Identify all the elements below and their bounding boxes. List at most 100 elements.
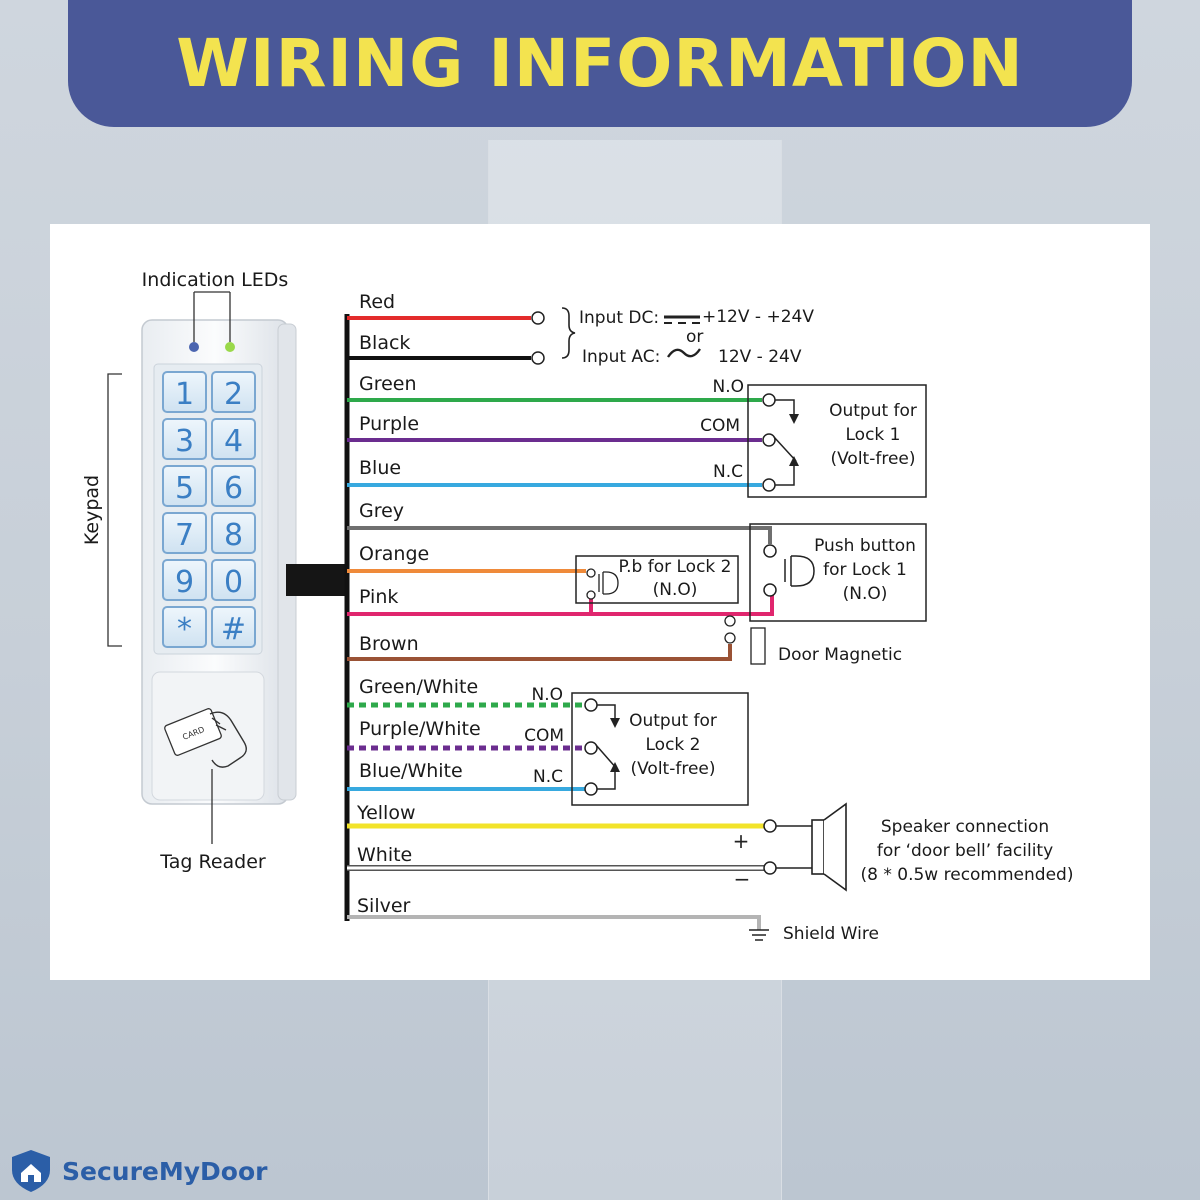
ac-symbol-icon — [667, 348, 701, 358]
label-red: Red — [359, 291, 395, 313]
key-8: 8 — [211, 512, 256, 554]
key-6: 6 — [211, 465, 256, 507]
card-hand-icon: CARD — [164, 708, 247, 768]
tag-reader-label: Tag Reader — [159, 851, 266, 873]
svg-text:−: − — [734, 867, 751, 891]
speaker-connection: + − Speaker connection for ‘door bell’ f… — [733, 802, 1074, 892]
svg-text:5: 5 — [175, 471, 194, 506]
svg-text:Lock 1: Lock 1 — [846, 425, 901, 445]
tag-reader-callout: Tag Reader — [159, 769, 266, 873]
svg-text:3: 3 — [175, 424, 194, 459]
svg-text:#: # — [221, 612, 246, 647]
label-pink: Pink — [359, 586, 398, 608]
power-input: Input DC: +12V - +24V or Input AC: 12V -… — [531, 307, 814, 367]
led-green-icon — [225, 342, 235, 352]
wire-grey — [347, 526, 772, 544]
svg-text:4: 4 — [224, 424, 243, 459]
label-green-white: Green/White — [359, 676, 478, 698]
shield-house-icon — [12, 1150, 50, 1192]
ground-icon — [749, 929, 769, 941]
label-orange: Orange — [359, 543, 429, 565]
label-silver: Silver — [357, 895, 411, 917]
title-banner: WIRING INFORMATION — [68, 0, 1132, 127]
svg-text:8: 8 — [224, 518, 243, 553]
svg-text:Lock 2: Lock 2 — [646, 735, 701, 755]
label-purple: Purple — [359, 413, 419, 435]
keypad-callout: Keypad — [81, 373, 122, 647]
keypad-label: Keypad — [81, 475, 103, 545]
shield-wire: Shield Wire — [749, 924, 879, 944]
svg-text:N.O: N.O — [531, 685, 563, 705]
key-1: 1 — [162, 371, 207, 413]
svg-text:Output for: Output for — [829, 401, 917, 421]
key-7: 7 — [162, 512, 207, 554]
wiring-diagram: 1 2 3 4 5 6 7 8 9 0 * # CARD Indication … — [81, 269, 1074, 944]
key-5: 5 — [162, 465, 207, 507]
svg-text:(N.O): (N.O) — [653, 580, 698, 600]
lock1-output: Output for Lock 1 (Volt-free) N.O COM N.… — [700, 377, 927, 498]
brand-name: SecureMyDoor — [62, 1156, 268, 1186]
svg-text:Input DC:: Input DC: — [579, 308, 659, 328]
svg-text:N.C: N.C — [533, 767, 563, 787]
label-black: Black — [359, 332, 410, 354]
label-white: White — [357, 844, 412, 866]
key-2: 2 — [211, 371, 256, 413]
wire-brown — [347, 644, 732, 661]
label-grey: Grey — [359, 500, 404, 522]
label-purple-white: Purple/White — [359, 718, 481, 740]
label-brown: Brown — [359, 633, 419, 655]
svg-text:12V - 24V: 12V - 24V — [718, 347, 802, 367]
svg-text:Shield Wire: Shield Wire — [783, 924, 879, 944]
svg-text:0: 0 — [224, 565, 243, 600]
svg-text:N.O: N.O — [712, 377, 744, 397]
pushbutton-lock1: Push button for Lock 1 (N.O) — [749, 523, 927, 622]
dc-symbol-icon — [664, 315, 700, 324]
svg-text:1: 1 — [175, 377, 194, 412]
svg-text:(N.O): (N.O) — [843, 584, 888, 604]
key-3: 3 — [162, 418, 207, 460]
key-9: 9 — [162, 559, 207, 601]
cable-connector — [286, 564, 346, 596]
svg-text:for ‘door bell’ facility: for ‘door bell’ facility — [877, 841, 1053, 861]
svg-text:or: or — [686, 327, 703, 347]
leds-label: Indication LEDs — [142, 269, 289, 291]
svg-text:Input AC:: Input AC: — [582, 347, 660, 367]
page-title: WIRING INFORMATION — [176, 25, 1024, 102]
speaker-icon — [811, 802, 847, 892]
svg-text:(8 * 0.5w recommended): (8 * 0.5w recommended) — [861, 865, 1074, 885]
svg-text:Speaker connection: Speaker connection — [881, 817, 1049, 837]
svg-text:Output for: Output for — [629, 711, 717, 731]
svg-text:*: * — [177, 612, 192, 647]
wire-pink — [347, 595, 774, 616]
leds-callout: Indication LEDs — [142, 269, 289, 342]
svg-text:Door Magnetic: Door Magnetic — [778, 645, 902, 665]
svg-text:N.C: N.C — [713, 462, 743, 482]
svg-text:COM: COM — [700, 416, 740, 436]
magnet-icon — [750, 627, 766, 665]
svg-text:Push button: Push button — [814, 536, 916, 556]
label-blue-white: Blue/White — [359, 760, 463, 782]
label-blue: Blue — [359, 457, 401, 479]
svg-text:+: + — [733, 829, 750, 853]
svg-text:9: 9 — [175, 565, 194, 600]
svg-text:for Lock 1: for Lock 1 — [823, 560, 907, 580]
led-blue-icon — [189, 342, 199, 352]
key-4: 4 — [211, 418, 256, 460]
svg-text:6: 6 — [224, 471, 243, 506]
key-0: 0 — [211, 559, 256, 601]
svg-text:COM: COM — [524, 726, 564, 746]
label-green: Green — [359, 373, 417, 395]
wiring-panel: 1 2 3 4 5 6 7 8 9 0 * # CARD Indication … — [50, 224, 1150, 980]
keypad-device: 1 2 3 4 5 6 7 8 9 0 * # CARD — [141, 319, 297, 805]
key-hash: # — [211, 606, 256, 648]
svg-text:+12V - +24V: +12V - +24V — [702, 307, 814, 327]
brand-logo: SecureMyDoor — [8, 1148, 267, 1194]
push-button-icon — [790, 555, 815, 587]
lock2-output: Output for Lock 2 (Volt-free) N.O COM N.… — [524, 685, 749, 806]
pushbutton-lock2: P.b for Lock 2 (N.O) — [575, 555, 739, 604]
svg-text:P.b for Lock 2: P.b for Lock 2 — [619, 557, 732, 577]
door-magnetic: Door Magnetic — [724, 615, 902, 665]
svg-text:(Volt-free): (Volt-free) — [830, 449, 915, 469]
wire-silver — [347, 915, 761, 930]
svg-text:7: 7 — [175, 518, 194, 553]
